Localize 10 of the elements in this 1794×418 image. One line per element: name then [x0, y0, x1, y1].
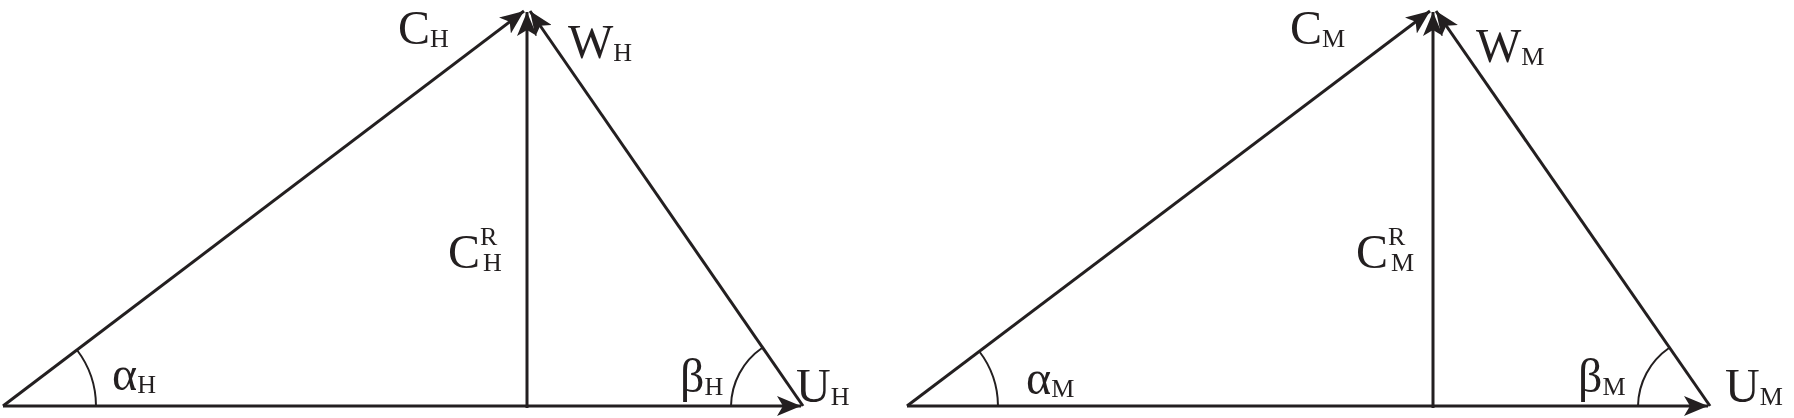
angle-label: α$_{M}$	[1026, 354, 1075, 402]
angle-label: β$_{H}$	[680, 352, 724, 400]
vector-label: U$_{M}$	[1725, 362, 1783, 410]
angle-label: β$_{M}$	[1578, 352, 1626, 400]
vector-label: W$_{H}$	[568, 18, 633, 66]
vector-label: C$_{H}$	[398, 4, 449, 52]
vector-label: W$_{M}$	[1476, 22, 1545, 70]
angle-label: α$_{H}$	[112, 350, 156, 398]
vector-label: U$_{H}$	[796, 362, 850, 410]
vector-label: C$_{M}$	[1290, 4, 1346, 52]
